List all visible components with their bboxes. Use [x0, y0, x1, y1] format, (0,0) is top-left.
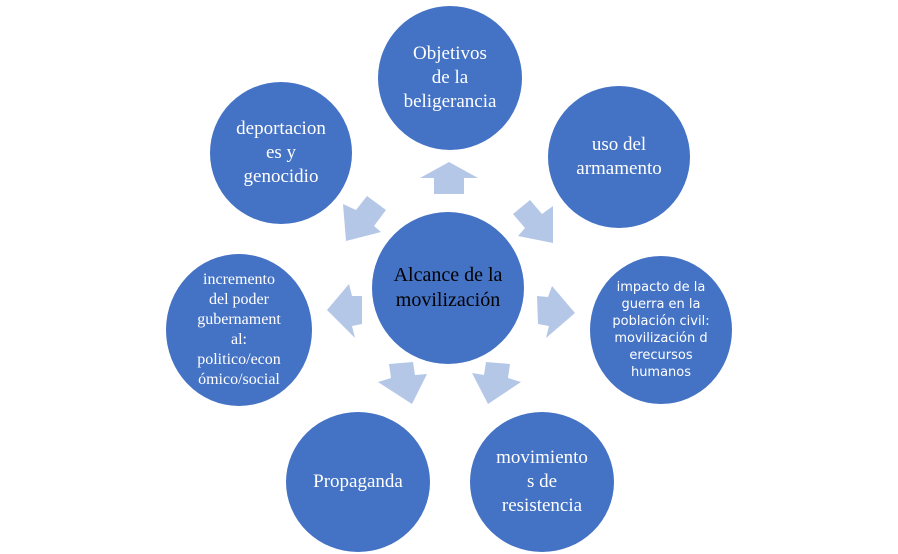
node-propaganda-label: Propaganda	[313, 471, 403, 492]
node-resistencia: movimiento s de resistencia	[470, 412, 614, 552]
node-armamento-label: uso del armamento	[576, 134, 662, 179]
node-impacto-poblacion: impacto de la guerra en la población civ…	[590, 256, 732, 404]
node-propaganda: Propaganda	[286, 412, 430, 552]
arrow-to-right	[537, 286, 575, 338]
node-poder-gubernamental-label: incremento del poder gubernament al: pol…	[197, 271, 281, 388]
center-node: Alcance de la movilización	[372, 212, 524, 364]
arrow-to-lower-right	[472, 362, 521, 404]
node-objetivos-label: Objetivos de la beligerancia	[403, 43, 497, 112]
node-poder-gubernamental: incremento del poder gubernament al: pol…	[166, 254, 312, 406]
arrow-to-top	[420, 162, 478, 194]
center-label: Alcance de la movilización	[393, 264, 503, 311]
arrow-to-upper-right	[513, 200, 553, 243]
arrow-to-left	[327, 284, 362, 338]
arrow-to-lower-left	[378, 362, 427, 404]
node-resistencia-label: movimiento s de resistencia	[496, 447, 588, 516]
node-deportaciones: deportacion es y genocidio	[210, 82, 352, 224]
arrow-to-upper-left	[343, 196, 386, 241]
node-deportaciones-label: deportacion es y genocidio	[236, 118, 326, 187]
node-objetivos: Objetivos de la beligerancia	[378, 6, 522, 150]
node-armamento: uso del armamento	[548, 86, 690, 228]
node-impacto-poblacion-label: impacto de la guerra en la población civ…	[612, 280, 710, 380]
